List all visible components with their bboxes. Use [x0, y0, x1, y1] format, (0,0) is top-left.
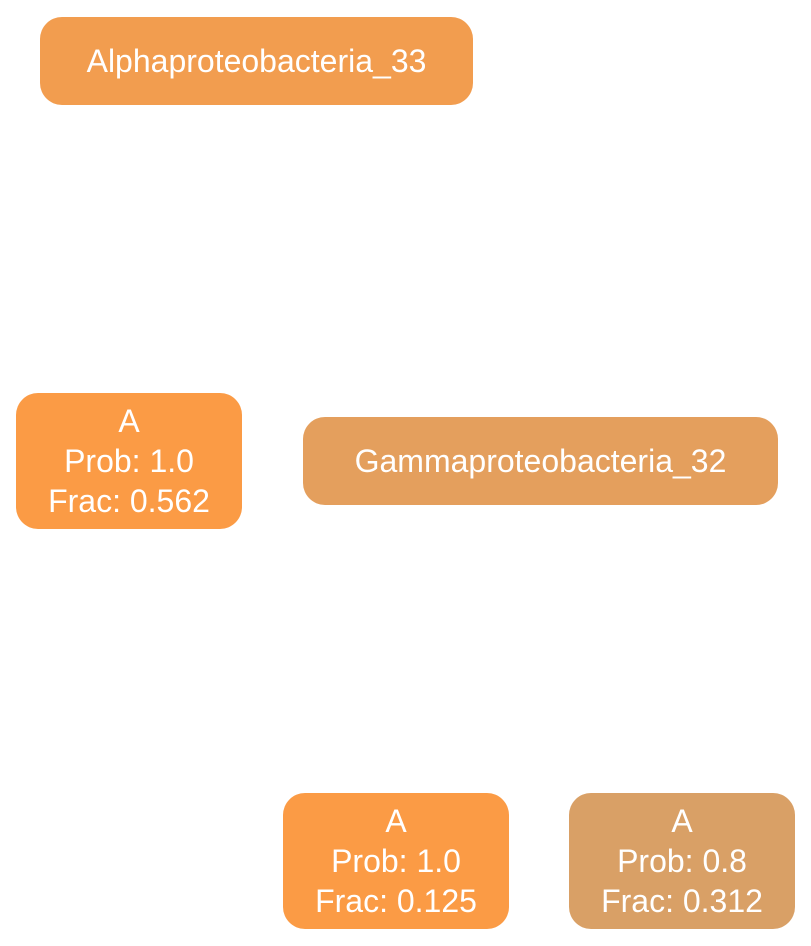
- state-node-a-3: A Prob: 0.8 Frac: 0.312: [569, 793, 795, 929]
- state-fraction: Frac: 0.312: [601, 883, 763, 919]
- state-name: A: [385, 803, 407, 839]
- state-node-a-2: A Prob: 1.0 Frac: 0.125: [283, 793, 509, 929]
- state-probability: Prob: 1.0: [64, 443, 194, 479]
- state-node-a-1: A Prob: 1.0 Frac: 0.562: [16, 393, 242, 529]
- state-fraction: Frac: 0.125: [315, 883, 477, 919]
- taxon-node-gammaproteobacteria: Gammaproteobacteria_32: [303, 417, 778, 505]
- state-probability: Prob: 1.0: [331, 843, 461, 879]
- state-fraction: Frac: 0.562: [48, 483, 210, 519]
- state-name: A: [671, 803, 693, 839]
- taxon-label: Alphaproteobacteria_33: [86, 43, 427, 79]
- state-name: A: [118, 403, 140, 439]
- taxon-node-alphaproteobacteria: Alphaproteobacteria_33: [40, 17, 473, 105]
- taxon-label: Gammaproteobacteria_32: [354, 443, 727, 479]
- state-probability: Prob: 0.8: [617, 843, 747, 879]
